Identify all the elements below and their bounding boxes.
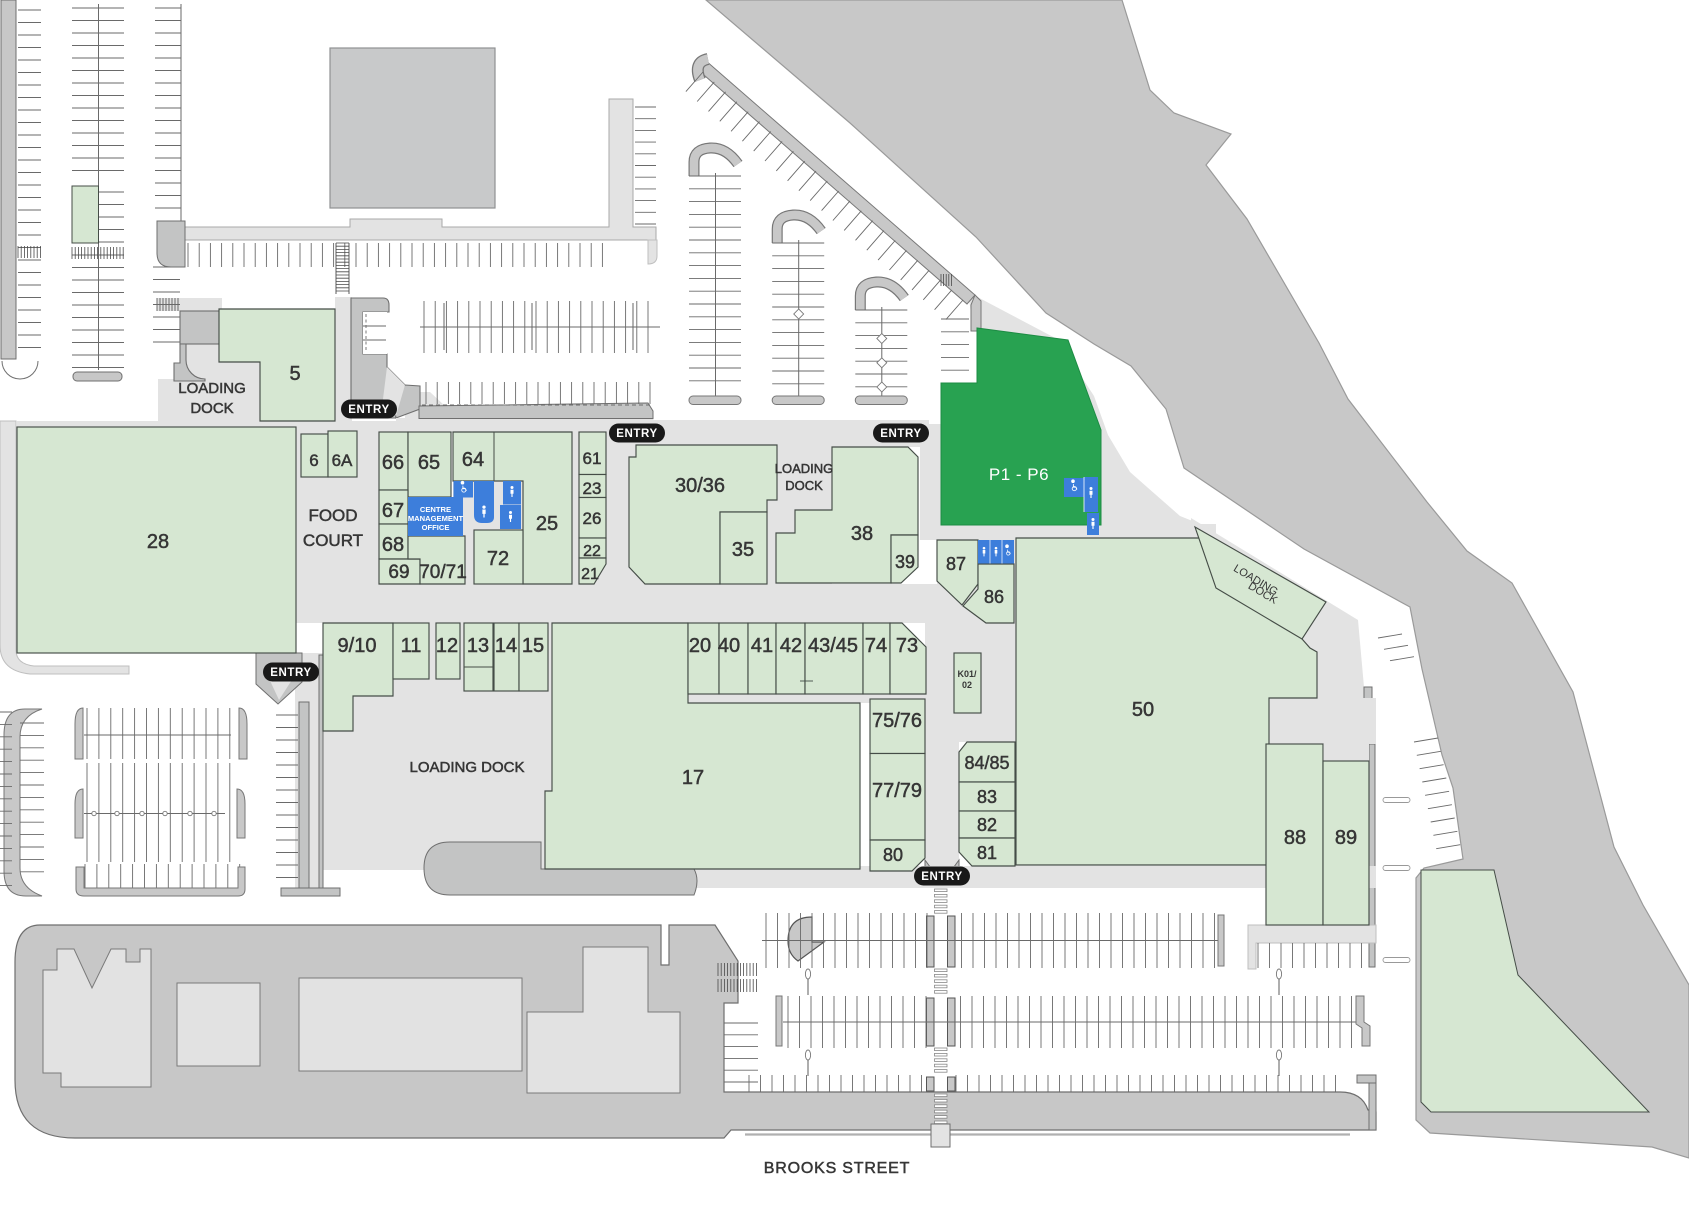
svg-text:77/79: 77/79 — [872, 780, 922, 802]
svg-text:40: 40 — [718, 635, 740, 657]
svg-text:ENTRY: ENTRY — [880, 428, 922, 440]
svg-text:41: 41 — [751, 635, 773, 657]
svg-text:P1 - P6: P1 - P6 — [989, 465, 1049, 484]
svg-text:14: 14 — [495, 635, 517, 657]
svg-text:17: 17 — [682, 767, 704, 789]
svg-text:6: 6 — [309, 451, 318, 470]
svg-text:50: 50 — [1132, 699, 1154, 721]
svg-text:20: 20 — [689, 635, 711, 657]
svg-text:28: 28 — [147, 531, 169, 553]
svg-text:25: 25 — [536, 513, 558, 535]
svg-text:21: 21 — [581, 566, 599, 583]
svg-text:73: 73 — [896, 635, 918, 657]
svg-text:12: 12 — [436, 635, 458, 657]
svg-text:9/10: 9/10 — [338, 635, 377, 657]
svg-text:5: 5 — [289, 363, 300, 385]
svg-text:OFFICE: OFFICE — [422, 523, 450, 532]
svg-text:11: 11 — [401, 635, 422, 657]
svg-text:23: 23 — [583, 479, 602, 498]
svg-text:65: 65 — [418, 452, 440, 474]
svg-text:BROOKS STREET: BROOKS STREET — [764, 1160, 910, 1177]
svg-text:38: 38 — [851, 523, 873, 545]
svg-text:42: 42 — [780, 635, 802, 657]
svg-text:ENTRY: ENTRY — [921, 871, 963, 883]
svg-text:ENTRY: ENTRY — [616, 428, 658, 440]
svg-text:61: 61 — [583, 449, 602, 468]
svg-text:15: 15 — [522, 635, 544, 657]
svg-text:LOADING: LOADING — [178, 380, 246, 397]
svg-text:81: 81 — [977, 843, 997, 863]
svg-text:64: 64 — [462, 449, 484, 471]
svg-text:39: 39 — [895, 552, 915, 572]
svg-text:LOADING: LOADING — [775, 461, 834, 476]
svg-text:82: 82 — [977, 815, 997, 835]
svg-text:DOCK: DOCK — [190, 400, 233, 417]
svg-text:6A: 6A — [332, 451, 353, 470]
svg-text:83: 83 — [977, 787, 997, 807]
svg-text:43/45: 43/45 — [808, 635, 858, 657]
svg-text:K01/: K01/ — [957, 669, 977, 679]
svg-text:88: 88 — [1284, 827, 1306, 849]
svg-text:87: 87 — [946, 554, 966, 574]
svg-text:MANAGEMENT: MANAGEMENT — [408, 514, 464, 523]
svg-text:66: 66 — [382, 452, 404, 474]
svg-text:02: 02 — [962, 680, 972, 690]
svg-text:13: 13 — [467, 635, 489, 657]
svg-text:35: 35 — [732, 539, 754, 561]
svg-text:ENTRY: ENTRY — [270, 667, 312, 679]
svg-text:84/85: 84/85 — [964, 753, 1009, 773]
svg-text:22: 22 — [583, 543, 601, 560]
svg-text:72: 72 — [487, 548, 509, 570]
svg-text:74: 74 — [865, 635, 887, 657]
svg-text:26: 26 — [583, 509, 602, 528]
svg-text:68: 68 — [382, 534, 404, 556]
svg-text:67: 67 — [382, 500, 404, 522]
svg-text:ENTRY: ENTRY — [348, 404, 390, 416]
svg-text:75/76: 75/76 — [872, 710, 922, 732]
svg-text:70/71: 70/71 — [419, 562, 467, 583]
svg-text:86: 86 — [984, 587, 1004, 607]
svg-text:69: 69 — [388, 562, 409, 583]
svg-text:FOOD: FOOD — [308, 506, 357, 525]
svg-text:DOCK: DOCK — [785, 478, 823, 493]
svg-text:COURT: COURT — [303, 531, 363, 550]
svg-text:80: 80 — [883, 845, 903, 865]
svg-text:30/36: 30/36 — [675, 475, 725, 497]
svg-text:CENTRE: CENTRE — [420, 505, 451, 514]
svg-text:LOADING DOCK: LOADING DOCK — [409, 759, 524, 776]
svg-text:89: 89 — [1335, 827, 1357, 849]
